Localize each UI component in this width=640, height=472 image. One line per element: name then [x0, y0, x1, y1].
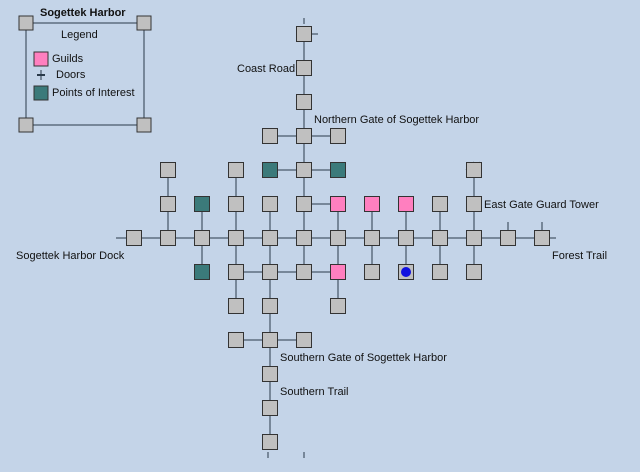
- room: [432, 230, 448, 246]
- legend-corner-room: [18, 117, 34, 133]
- legend-corner-room: [136, 117, 152, 133]
- place-label-dock: Sogettek Harbor Dock: [16, 250, 125, 262]
- teal-square-icon: [33, 85, 49, 101]
- room: [160, 230, 176, 246]
- room: [262, 264, 278, 280]
- legend-label-poi: Points of Interest: [52, 87, 135, 99]
- room: [296, 128, 312, 144]
- room: [262, 230, 278, 246]
- point-of-interest-room: [262, 162, 278, 178]
- room: [228, 264, 244, 280]
- room: [330, 230, 346, 246]
- point-of-interest-room: [330, 162, 346, 178]
- point-of-interest-room: [194, 264, 210, 280]
- room: [466, 230, 482, 246]
- room: [296, 264, 312, 280]
- room: [330, 298, 346, 314]
- guild-room: [398, 196, 414, 212]
- map-title: Sogettek Harbor: [40, 7, 126, 19]
- room: [432, 196, 448, 212]
- room: [330, 128, 346, 144]
- room: [262, 434, 278, 450]
- legend-title: Legend: [61, 29, 98, 41]
- room: [296, 26, 312, 42]
- room: [432, 264, 448, 280]
- room: [262, 196, 278, 212]
- room: [228, 162, 244, 178]
- room: [228, 298, 244, 314]
- legend-corner-room: [136, 15, 152, 31]
- place-label-southern-gate: Southern Gate of Sogettek Harbor: [280, 352, 447, 364]
- room: [228, 230, 244, 246]
- point-of-interest-room: [194, 196, 210, 212]
- room: [262, 298, 278, 314]
- legend-label-guilds: Guilds: [52, 53, 84, 65]
- legend-corner-room: [18, 15, 34, 31]
- room: [398, 230, 414, 246]
- room: [228, 196, 244, 212]
- room: [296, 196, 312, 212]
- room: [160, 196, 176, 212]
- room: [126, 230, 142, 246]
- room: [296, 94, 312, 110]
- player-location-marker: [401, 267, 411, 277]
- place-label-east-gate-tower: East Gate Guard Tower: [484, 199, 599, 211]
- place-label-southern-trail: Southern Trail: [280, 386, 349, 398]
- room: [296, 162, 312, 178]
- room: [296, 230, 312, 246]
- room: [296, 332, 312, 348]
- room: [466, 264, 482, 280]
- place-label-northern-gate: Northern Gate of Sogettek Harbor: [314, 114, 480, 126]
- room: [160, 162, 176, 178]
- room: [466, 162, 482, 178]
- guild-room: [330, 264, 346, 280]
- room: [534, 230, 550, 246]
- room: [364, 230, 380, 246]
- room: [262, 128, 278, 144]
- guild-room: [330, 196, 346, 212]
- guild-room: [364, 196, 380, 212]
- room: [262, 400, 278, 416]
- place-label-coast-road: Coast Road: [237, 63, 296, 75]
- room: [364, 264, 380, 280]
- legend-label-doors: Doors: [56, 69, 86, 81]
- room: [500, 230, 516, 246]
- place-label-forest-trail: Forest Trail: [552, 250, 608, 262]
- room: [262, 332, 278, 348]
- room: [466, 196, 482, 212]
- room: [262, 366, 278, 382]
- room: [194, 230, 210, 246]
- room: [228, 332, 244, 348]
- pink-square-icon: [33, 51, 49, 67]
- room: [296, 60, 312, 76]
